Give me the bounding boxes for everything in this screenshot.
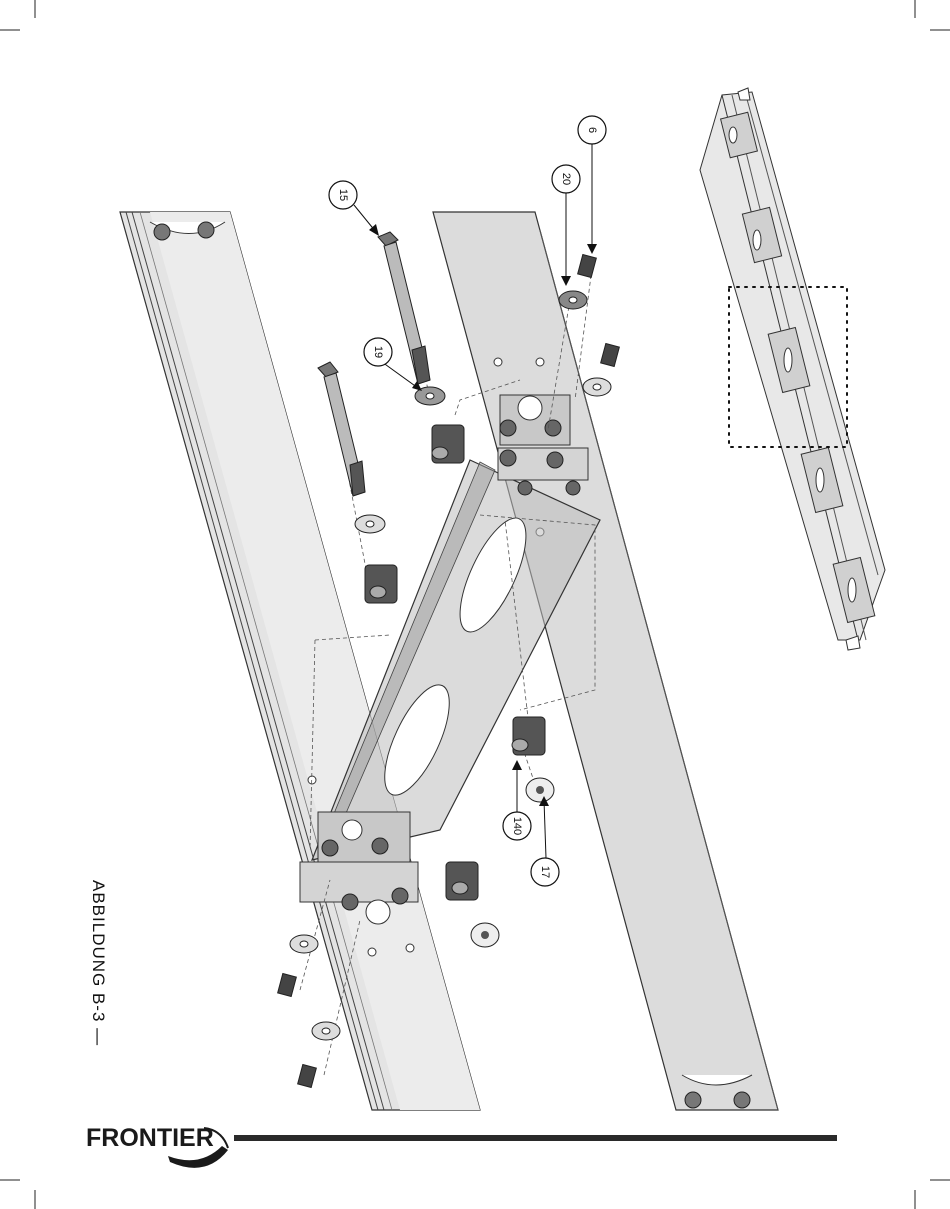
brand-logo-text: FRONTIER: [86, 1124, 214, 1153]
callout-6: 6: [578, 116, 606, 144]
callout-label-6: 6: [586, 127, 598, 133]
callout-20: 20: [552, 165, 580, 193]
callout-label-17: 17: [539, 866, 551, 878]
footer-rule: [234, 1135, 837, 1141]
callout-label-19: 19: [372, 346, 384, 358]
callout-19: 19: [364, 338, 392, 366]
callout-17: 17: [531, 858, 559, 886]
callout-label-140: 140: [511, 817, 523, 835]
overview-frame-inset: [700, 88, 885, 650]
callout-15: 15: [329, 181, 357, 209]
figure-title: ABBILDUNG B-3 —: [88, 880, 108, 1046]
callout-label-20: 20: [560, 173, 572, 185]
callout-140: 140: [503, 812, 531, 840]
callout-label-15: 15: [337, 189, 349, 201]
